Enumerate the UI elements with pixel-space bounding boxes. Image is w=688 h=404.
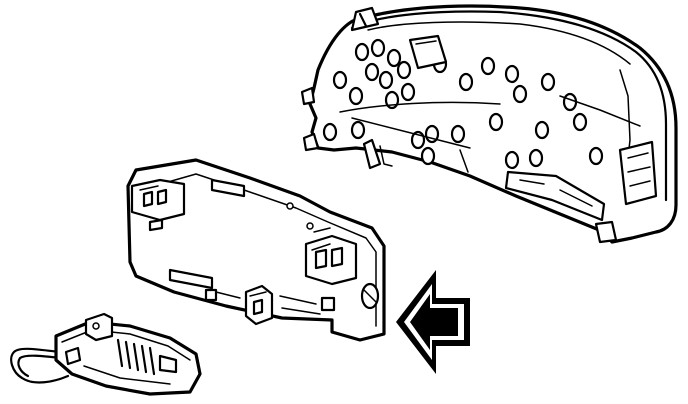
printed-circuit-board: [126, 158, 386, 342]
bulb-sockets: [322, 38, 604, 170]
wiring-connector-module: [10, 312, 202, 396]
direction-arrow: [396, 270, 470, 374]
instrument-cluster: [300, 4, 678, 244]
connector-pins: [116, 338, 156, 376]
